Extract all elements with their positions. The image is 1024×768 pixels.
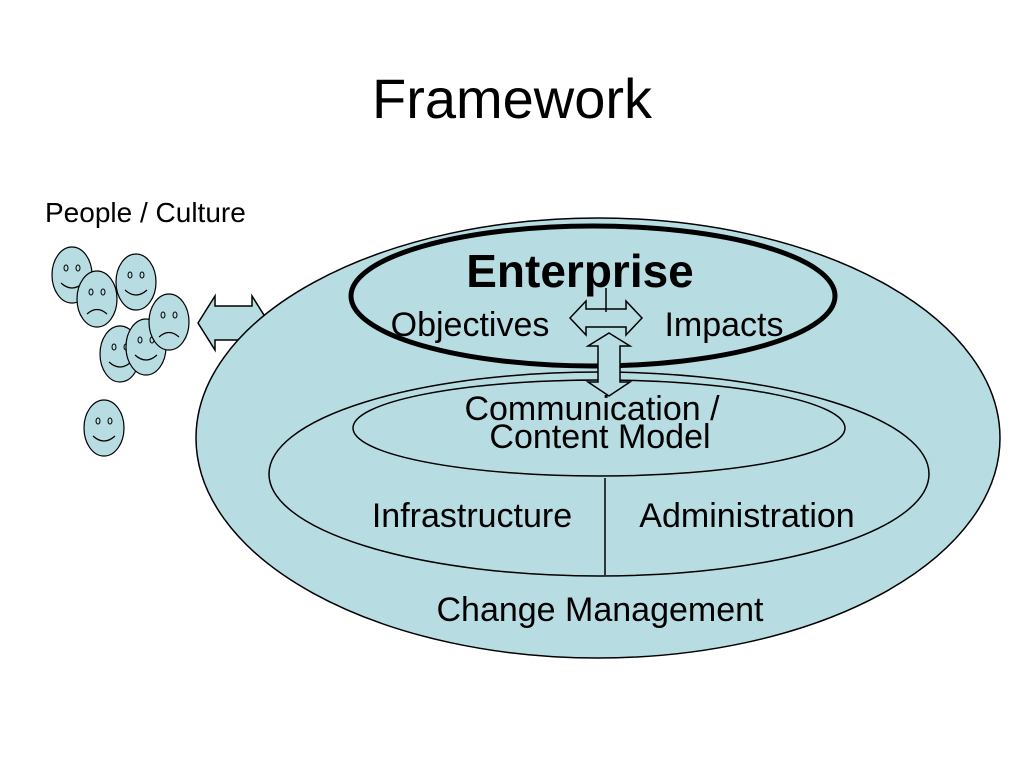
objectives-label: Objectives: [391, 306, 550, 344]
face-happy-icon: [115, 253, 157, 311]
face-sad-icon: [76, 270, 118, 328]
face-happy-icon: [83, 399, 125, 457]
enterprise-ellipse: [348, 223, 838, 369]
people-faces-group: [51, 246, 190, 457]
infrastructure-label: Infrastructure: [372, 497, 572, 535]
slide-title: Framework: [372, 67, 653, 130]
communication-label-line1: Communication /: [464, 390, 720, 428]
impacts-label: Impacts: [664, 306, 783, 344]
administration-label: Administration: [639, 497, 854, 535]
enterprise-title: Enterprise: [466, 245, 694, 297]
objectives-impacts-double-arrow: [568, 299, 644, 337]
people-culture-label: People / Culture: [45, 197, 246, 228]
change-management-label: Change Management: [436, 591, 764, 629]
communication-label-line2: Content Model: [489, 418, 710, 456]
face-sad-icon: [148, 293, 190, 351]
enterprise-communication-vertical-arrow: [585, 332, 633, 397]
